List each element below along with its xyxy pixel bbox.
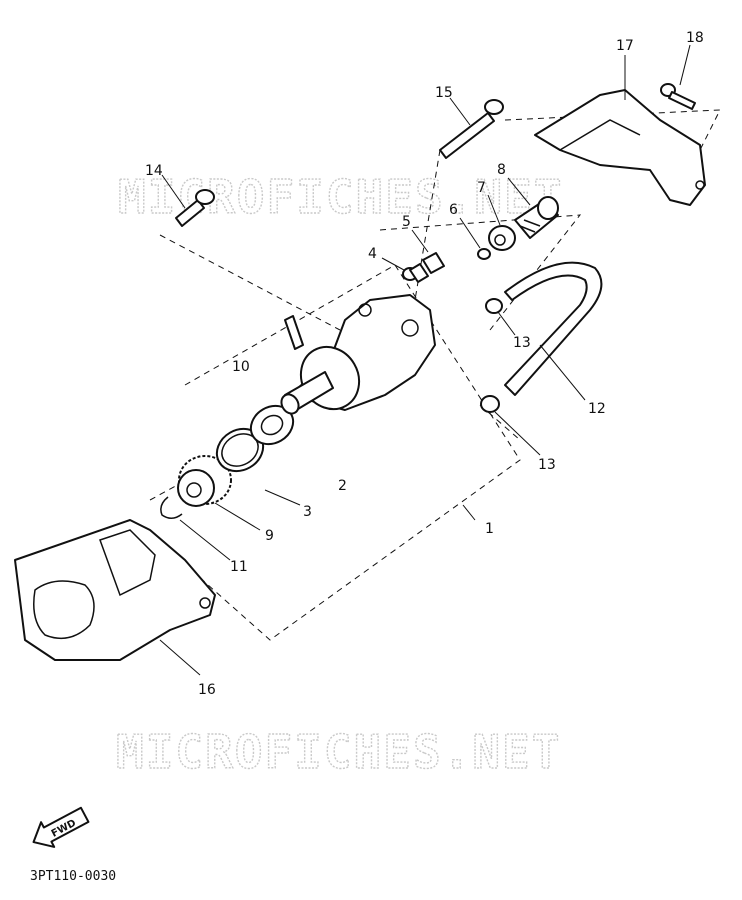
- clamp-13-upper: [485, 298, 503, 314]
- callout-11: 11: [230, 559, 248, 575]
- leader-12: [539, 344, 586, 401]
- leader-9: [214, 502, 261, 531]
- clamp-13-lower: [480, 395, 500, 413]
- callout-12: 12: [588, 401, 606, 417]
- bolt-15-guide: [409, 149, 441, 331]
- circlip-11: [160, 496, 183, 519]
- pump-cover-17: [534, 89, 706, 206]
- crankcase-housing-16: [14, 519, 216, 661]
- callout-18: 18: [686, 30, 704, 46]
- callout-2: 2: [338, 478, 347, 494]
- callout-7: 7: [477, 180, 486, 196]
- callout-1: 1: [485, 521, 494, 537]
- bolt-14-guide: [159, 234, 341, 331]
- leader-14: [161, 174, 186, 209]
- fitting-8: [514, 196, 559, 239]
- callout-17: 17: [616, 38, 634, 54]
- leader-11: [179, 519, 231, 561]
- leader-13a: [497, 311, 516, 336]
- oil-pump-body: [280, 294, 436, 415]
- callout-8: 8: [497, 162, 506, 178]
- callout-13b: 13: [538, 457, 556, 473]
- bearing-2: [249, 404, 295, 446]
- callout-3: 3: [303, 504, 312, 520]
- screw-18: [660, 83, 696, 110]
- leader-13b: [494, 411, 541, 456]
- dowel-pin-10: [284, 315, 304, 350]
- callout-9: 9: [265, 528, 274, 544]
- leader-18: [679, 44, 691, 86]
- leader-4: [381, 257, 405, 271]
- washer-6: [477, 248, 491, 260]
- fwd-arrow-icon: FWD: [32, 806, 90, 848]
- callout-16: 16: [198, 682, 216, 698]
- union-bolt-5: [409, 252, 445, 283]
- bolt-14: [175, 189, 215, 227]
- oil-hose-12: [504, 261, 603, 396]
- callout-4: 4: [368, 246, 377, 262]
- leader-6: [459, 217, 481, 249]
- hose-guide: [479, 404, 521, 441]
- leader-15: [449, 97, 471, 126]
- diagram-code: 3PT110-0030: [30, 869, 116, 884]
- callout-10: 10: [232, 359, 250, 375]
- leader-3: [264, 489, 301, 506]
- callout-6: 6: [449, 202, 458, 218]
- assembly-boundary: [179, 264, 521, 641]
- leader-16: [159, 639, 201, 676]
- callout-15: 15: [435, 85, 453, 101]
- drive-gear-9: [177, 455, 232, 507]
- bolt-15: [439, 99, 504, 159]
- leader-7: [487, 194, 501, 226]
- watermark-bottom: MICROFICHES.NET: [116, 725, 561, 779]
- leader-1: [462, 504, 476, 521]
- nut-7: [488, 225, 516, 251]
- callout-5: 5: [402, 214, 411, 230]
- callout-13a: 13: [513, 335, 531, 351]
- callout-14: 14: [145, 163, 163, 179]
- leader-5: [411, 229, 429, 253]
- leader-8: [507, 177, 531, 206]
